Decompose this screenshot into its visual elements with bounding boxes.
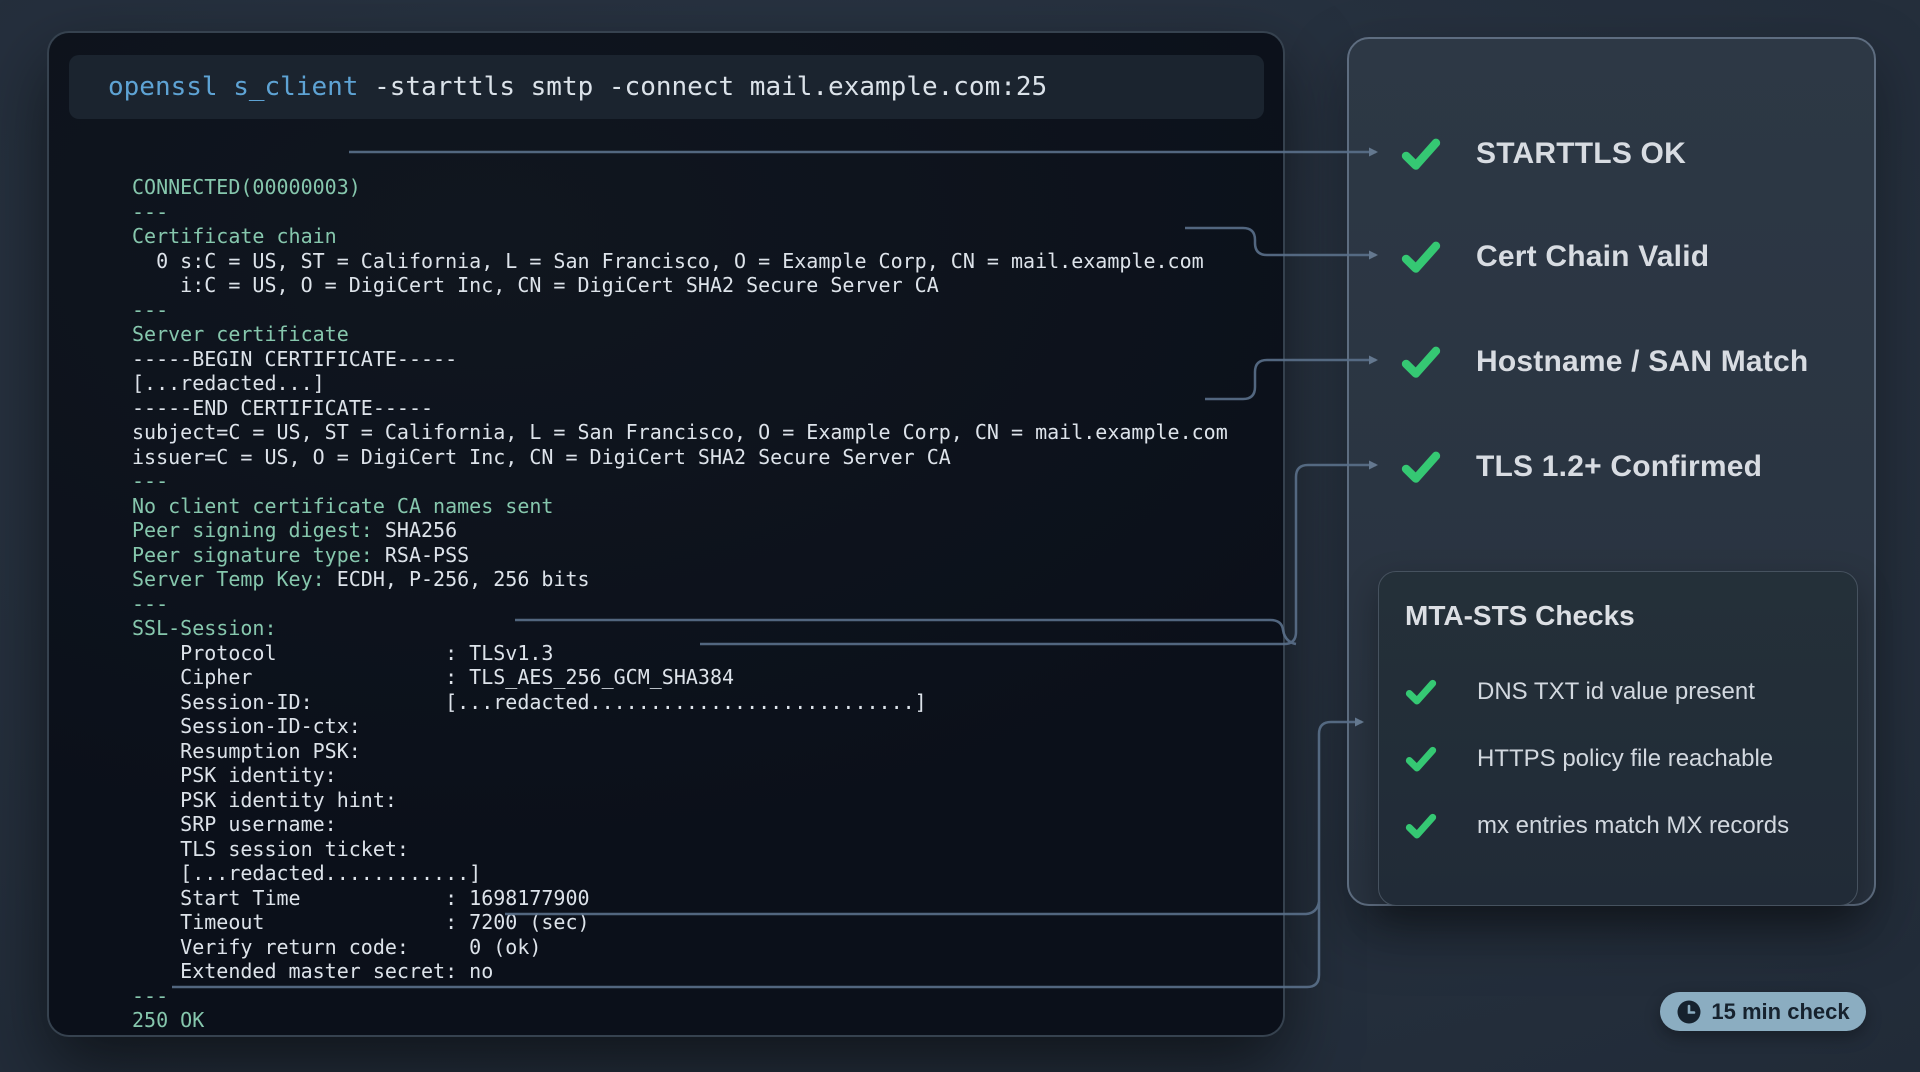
check-item-hostname-san-match: Hostname / SAN Match (1398, 339, 1808, 385)
terminal-line: -----BEGIN CERTIFICATE----- (132, 346, 458, 371)
terminal-line: Session-ID: [...redacted................… (132, 689, 927, 714)
terminal-line: PSK identity: (132, 763, 337, 787)
terminal-line: Session-ID-ctx: (132, 714, 361, 738)
terminal-line: SRP username: (132, 812, 337, 836)
check-item-tls-1-2-confirmed: TLS 1.2+ Confirmed (1398, 444, 1762, 490)
terminal-line: --- (132, 591, 169, 616)
check-item-label: Cert Chain Valid (1476, 240, 1710, 273)
check-icon (1401, 138, 1441, 170)
check-item-cert-chain-valid: Cert Chain Valid (1398, 234, 1709, 280)
terminal-line: Resumption PSK: (132, 738, 361, 763)
terminal-line: [...redacted...] (132, 371, 325, 395)
check-item-label: STARTTLS OK (1476, 137, 1686, 170)
interval-badge: 15 min check (1660, 992, 1866, 1031)
interval-badge-label: 15 min check (1711, 998, 1850, 1024)
terminal-line: Peer signature type: RSA-PSS (132, 542, 470, 567)
check-icon (1405, 746, 1437, 772)
terminal-line: SSL-Session: (132, 616, 277, 640)
terminal-line: --- (132, 469, 169, 493)
terminal-line: PSK identity hint: (132, 787, 397, 812)
check-icon (1405, 679, 1437, 705)
terminal-line: 0 s:C = US, ST = California, L = San Fra… (132, 248, 1204, 273)
terminal-line: CONNECTED(00000003) (132, 175, 361, 199)
mta-sts-title: MTA-STS Checks (1405, 600, 1635, 631)
terminal-output: CONNECTED(00000003)---Certificate chain … (132, 175, 1273, 1033)
terminal-line: Server Temp Key: ECDH, P-256, 256 bits (132, 567, 590, 591)
command-highlight: openssl s_client (108, 72, 359, 102)
terminal-line: Start Time : 1698177900 (132, 885, 590, 910)
terminal-line: [...redacted............] (132, 861, 482, 885)
mta-check-item-1: DNS TXT id value present (1403, 674, 1755, 710)
terminal-line: Server certificate (132, 322, 349, 346)
terminal-line: i:C = US, O = DigiCert Inc, CN = DigiCer… (132, 273, 939, 297)
mta-check-item-label: DNS TXT id value present (1477, 678, 1755, 705)
command-bar: openssl s_client -starttls smtp -connect… (69, 55, 1264, 119)
check-icon (1401, 346, 1441, 378)
check-item-starttls-ok: STARTTLS OK (1398, 131, 1686, 177)
check-item-label: TLS 1.2+ Confirmed (1476, 450, 1763, 483)
terminal-line: No client certificate CA names sent (132, 493, 554, 518)
terminal-line: Cipher : TLS_AES_256_GCM_SHA384 (132, 665, 735, 689)
terminal-window: openssl s_client -starttls smtp -connect… (49, 33, 1283, 1035)
terminal-line: Peer signing digest: SHA256 (132, 518, 458, 542)
terminal-line: Protocol : TLSv1.3 (132, 640, 554, 665)
check-icon (1401, 451, 1441, 483)
terminal-line: Verify return code: 0 (ok) (132, 934, 542, 959)
terminal-line: Timeout : 7200 (sec) (132, 910, 590, 934)
mta-check-item-label: mx entries match MX records (1477, 812, 1790, 839)
command-args: -starttls smtp -connect mail.example.com… (358, 72, 1048, 102)
terminal-line: --- (132, 199, 169, 224)
mta-check-item-2: HTTPS policy file reachable (1403, 741, 1773, 777)
terminal-line: --- (132, 983, 169, 1008)
clock-icon (1677, 1000, 1701, 1023)
terminal-line: Certificate chain (132, 224, 337, 248)
terminal-line: 250 OK (132, 1008, 205, 1032)
terminal-line: -----END CERTIFICATE----- (132, 395, 434, 420)
check-item-label: Hostname / SAN Match (1476, 345, 1809, 378)
check-icon (1401, 241, 1441, 273)
check-icon (1405, 813, 1437, 839)
mta-check-item-label: HTTPS policy file reachable (1477, 745, 1774, 772)
terminal-line: --- (132, 297, 169, 322)
terminal-line: subject=C = US, ST = California, L = San… (132, 420, 1228, 444)
terminal-line: Extended master secret: no (132, 959, 494, 983)
terminal-line: issuer=C = US, O = DigiCert Inc, CN = Di… (132, 444, 951, 469)
terminal-line: TLS session ticket: (132, 836, 409, 861)
mta-check-item-3: mx entries match MX records (1403, 808, 1789, 844)
